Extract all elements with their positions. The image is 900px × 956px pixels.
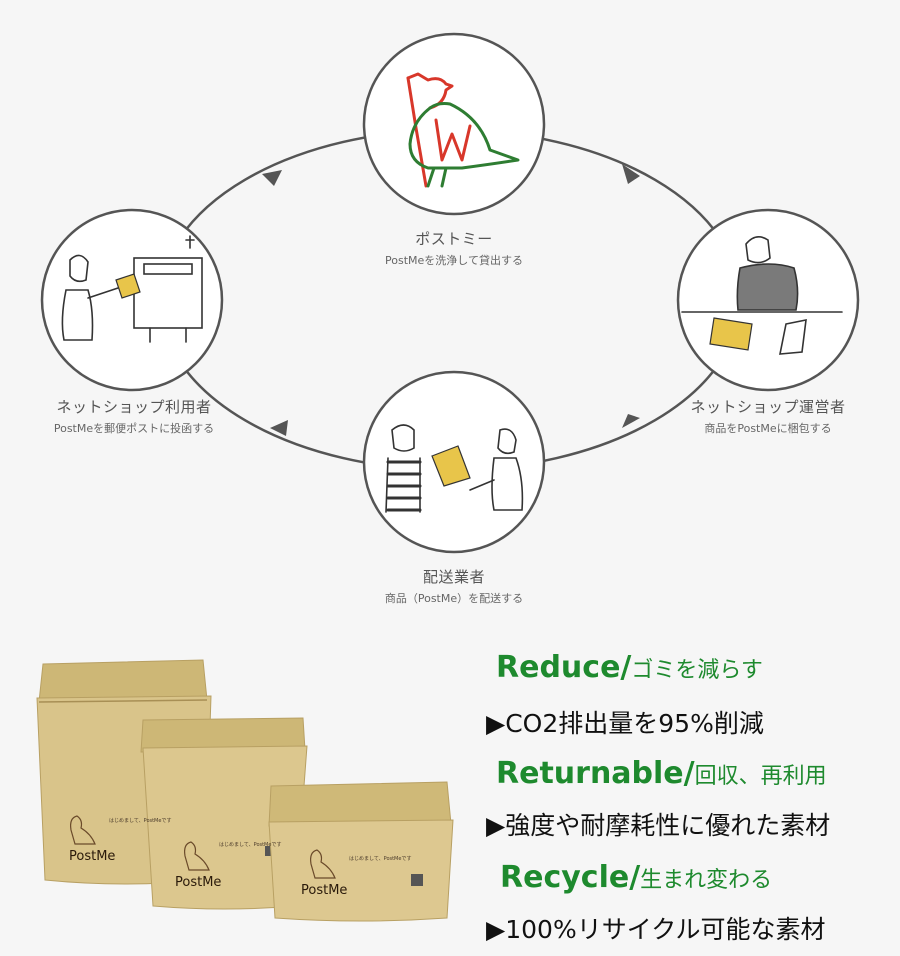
qr-code-icon [411, 874, 423, 886]
small-bag [268, 781, 454, 922]
medium-bag-brand: PostMe [175, 875, 221, 890]
benefit-recycle-heading: Recycle/ [500, 860, 641, 895]
user-node [40, 208, 224, 392]
benefit-reduce-subheading: ゴミを減らす [631, 658, 763, 683]
postme-bags-image: PostMe PostMe PostMe はじめまして、PostMeです はじめ… [36, 659, 454, 922]
arrow-bottom-right-icon [622, 414, 640, 428]
bag-bird-logo-icon [70, 815, 336, 879]
benefit-reduce-title: Reduce/ゴミを減らす [496, 650, 763, 685]
postme-node [362, 32, 546, 216]
large-bag-brand: PostMe [69, 849, 115, 864]
benefit-reduce-heading: Reduce/ [496, 650, 632, 685]
shop-node-sub: 商品をPostMeに梱包する [704, 422, 832, 435]
shop-worker-icon [681, 236, 843, 355]
shop-node-label: ネットショップ運営者 [690, 398, 846, 416]
postme-bird-icon [406, 72, 520, 188]
benefit-recycle-subheading: 生まれ変わる [640, 868, 773, 893]
carrier-people-icon [385, 424, 524, 513]
benefit-returnable-desc: ▶強度や耐摩耗性に優れた素材 [486, 811, 831, 840]
benefit-returnable-heading: Returnable/ [496, 756, 695, 791]
benefit-reduce-desc: ▶CO2排出量を95%削減 [486, 709, 764, 738]
arrow-top-right-icon [622, 164, 640, 184]
medium-bag [140, 717, 308, 910]
benefit-returnable-subheading: 回収、再利用 [694, 764, 827, 789]
shop-node [676, 208, 860, 392]
small-bag-brand: PostMe [301, 883, 347, 898]
medium-bag-note: はじめまして、PostMeです [219, 842, 281, 848]
postme-node-label: ポストミー [415, 230, 493, 248]
postme-node-sub: PostMeを洗浄して貸出する [385, 254, 523, 267]
arrow-bottom-left-icon [270, 420, 288, 436]
benefit-recycle-title: Recycle/生まれ変わる [500, 860, 772, 895]
user-node-sub: PostMeを郵便ポストに投函する [53, 422, 215, 435]
benefit-recycle-desc: ▶100%リサイクル可能な素材 [486, 915, 826, 944]
arrow-top-left-icon [262, 170, 282, 186]
user-package-icon [115, 273, 141, 299]
shop-package-icon [709, 317, 753, 351]
cycle-diagram [40, 32, 860, 554]
large-bag-note: はじめまして、PostMeです [109, 818, 171, 824]
small-bag-note: はじめまして、PostMeです [349, 856, 411, 862]
carrier-node [362, 370, 546, 554]
carrier-node-label: 配送業者 [422, 568, 485, 586]
benefit-returnable-title: Returnable/回収、再利用 [496, 756, 827, 791]
user-node-label: ネットショップ利用者 [56, 398, 212, 416]
qr-code-icon [265, 846, 275, 856]
carrier-package-icon [431, 445, 471, 487]
carrier-node-sub: 商品（PostMe）を配送する [384, 592, 524, 605]
